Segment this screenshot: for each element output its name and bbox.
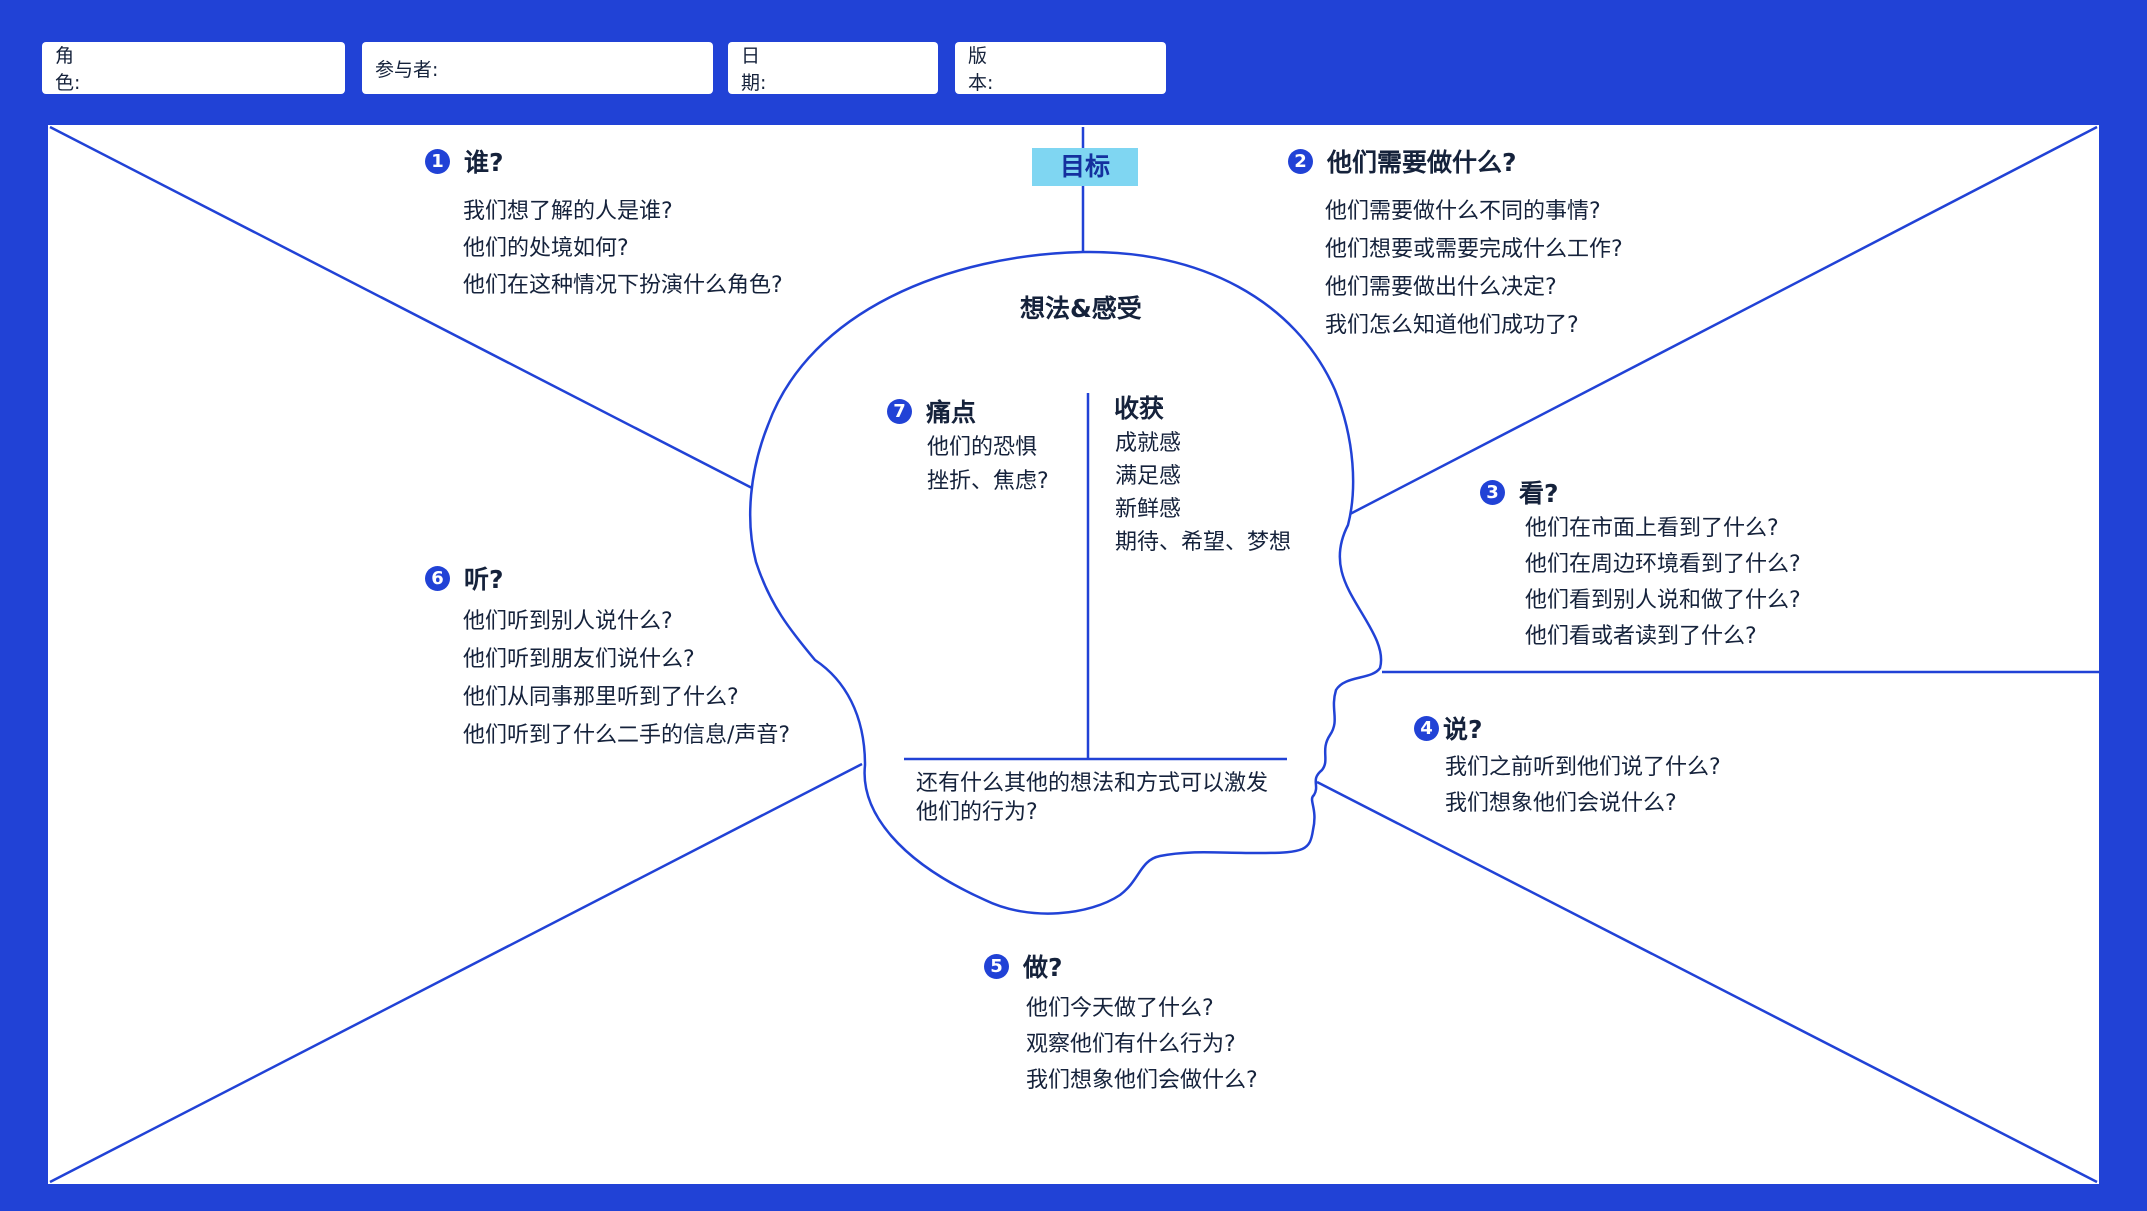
- version-field-label: 版本:: [968, 45, 994, 94]
- list-item: 他们的恐惧: [927, 435, 1038, 460]
- list-item: 他们在市面上看到了什么?: [1525, 516, 1779, 541]
- list-item: 他们想要或需要完成什么工作?: [1325, 237, 1623, 262]
- list-item: 他们在周边环境看到了什么?: [1525, 552, 1801, 577]
- see-question-list: 他们在市面上看到了什么? 他们在周边环境看到了什么? 他们看到别人说和做了什么?…: [1525, 511, 1801, 655]
- see-number-badge: 3: [1480, 479, 1505, 505]
- divider-top-left: [49, 125, 753, 490]
- gain-title: 收获: [1114, 394, 1165, 423]
- who-title: 谁?: [464, 148, 504, 177]
- head-outline: [748, 250, 1383, 915]
- list-item: 他们在这种情况下扮演什么角色?: [463, 273, 783, 298]
- hear-section-title: 6 听?: [425, 560, 504, 596]
- need-to-do-number-badge: 2: [1288, 148, 1313, 174]
- other-thoughts-line: 他们的行为?: [916, 800, 1038, 825]
- list-item: 我们之前听到他们说了什么?: [1445, 755, 1721, 780]
- gain-list: 成就感 满足感 新鲜感 期待、希望、梦想: [1115, 427, 1291, 559]
- say-question-list: 我们之前听到他们说了什么? 我们想象他们会说什么?: [1445, 750, 1721, 822]
- role-input[interactable]: [96, 41, 345, 95]
- see-section-title: 3 看?: [1480, 474, 1559, 510]
- hear-number-badge: 6: [425, 565, 450, 591]
- goal-tag: 目标: [1032, 148, 1138, 186]
- list-item: 他们的处境如何?: [463, 236, 629, 261]
- see-title: 看?: [1519, 479, 1559, 508]
- who-number-badge: 1: [425, 148, 450, 174]
- list-item: 他们听到了什么二手的信息/声音?: [463, 723, 791, 748]
- role-field[interactable]: 角色:: [42, 41, 345, 95]
- other-thoughts-text: 还有什么其他的想法和方式可以激发 他们的行为?: [916, 769, 1268, 827]
- say-title: 说?: [1443, 715, 1483, 744]
- list-item: 他们需要做出什么决定?: [1325, 275, 1557, 300]
- role-field-label: 角色:: [55, 45, 81, 94]
- list-item: 他们今天做了什么?: [1026, 996, 1214, 1021]
- list-item: 成就感: [1115, 431, 1182, 456]
- version-input[interactable]: [993, 41, 1243, 95]
- list-item: 他们看或者读到了什么?: [1525, 624, 1757, 649]
- need-to-do-title: 他们需要做什么?: [1327, 148, 1517, 177]
- participants-field[interactable]: 参与者:: [362, 41, 713, 95]
- divider-top-right: [1349, 125, 2098, 516]
- do-section-title: 5 做?: [984, 948, 1063, 984]
- thoughts-feelings-title: 想法&感受: [1020, 294, 1142, 323]
- other-thoughts-line: 还有什么其他的想法和方式可以激发: [916, 771, 1269, 796]
- divider-bottom-left: [49, 762, 863, 1184]
- say-number-badge: 4: [1414, 715, 1439, 741]
- version-field[interactable]: 版本:: [955, 41, 1243, 95]
- need-to-do-question-list: 他们需要做什么不同的事情? 他们想要或需要完成什么工作? 他们需要做出什么决定?…: [1325, 193, 1623, 345]
- list-item: 他们听到别人说什么?: [463, 609, 673, 634]
- list-item: 期待、希望、梦想: [1115, 530, 1292, 555]
- pain-number-badge: 7: [887, 398, 912, 424]
- do-title: 做?: [1023, 953, 1063, 982]
- list-item: 观察他们有什么行为?: [1026, 1032, 1236, 1057]
- hear-question-list: 他们听到别人说什么? 他们听到朋友们说什么? 他们从同事那里听到了什么? 他们听…: [463, 603, 790, 755]
- participants-input[interactable]: [438, 41, 713, 95]
- do-number-badge: 5: [984, 953, 1009, 979]
- hear-title: 听?: [464, 565, 504, 594]
- list-item: 他们需要做什么不同的事情?: [1325, 199, 1601, 224]
- participants-field-label: 参与者:: [375, 58, 439, 81]
- list-item: 他们听到朋友们说什么?: [463, 647, 695, 672]
- pain-section-title: 7 痛点: [887, 393, 976, 429]
- list-item: 新鲜感: [1115, 497, 1182, 522]
- do-question-list: 他们今天做了什么? 观察他们有什么行为? 我们想象他们会做什么?: [1026, 991, 1258, 1099]
- list-item: 我们想了解的人是谁?: [463, 199, 673, 224]
- say-section-title: 4 说?: [1414, 710, 1483, 746]
- list-item: 我们想象他们会说什么?: [1445, 791, 1677, 816]
- list-item: 满足感: [1115, 464, 1182, 489]
- date-field-label: 日期:: [741, 45, 767, 94]
- need-to-do-section-title: 2 他们需要做什么?: [1288, 143, 1517, 179]
- who-question-list: 我们想了解的人是谁? 他们的处境如何? 他们在这种情况下扮演什么角色?: [463, 193, 783, 304]
- who-section-title: 1 谁?: [425, 143, 504, 179]
- pain-title: 痛点: [926, 398, 977, 427]
- list-item: 挫折、焦虑?: [927, 469, 1049, 494]
- list-item: 他们从同事那里听到了什么?: [463, 685, 739, 710]
- divider-bottom-right: [1316, 780, 2098, 1184]
- pain-list: 他们的恐惧 挫折、焦虑?: [927, 431, 1049, 499]
- list-item: 我们想象他们会做什么?: [1026, 1068, 1258, 1093]
- list-item: 我们怎么知道他们成功了?: [1325, 313, 1579, 338]
- list-item: 他们看到别人说和做了什么?: [1525, 588, 1801, 613]
